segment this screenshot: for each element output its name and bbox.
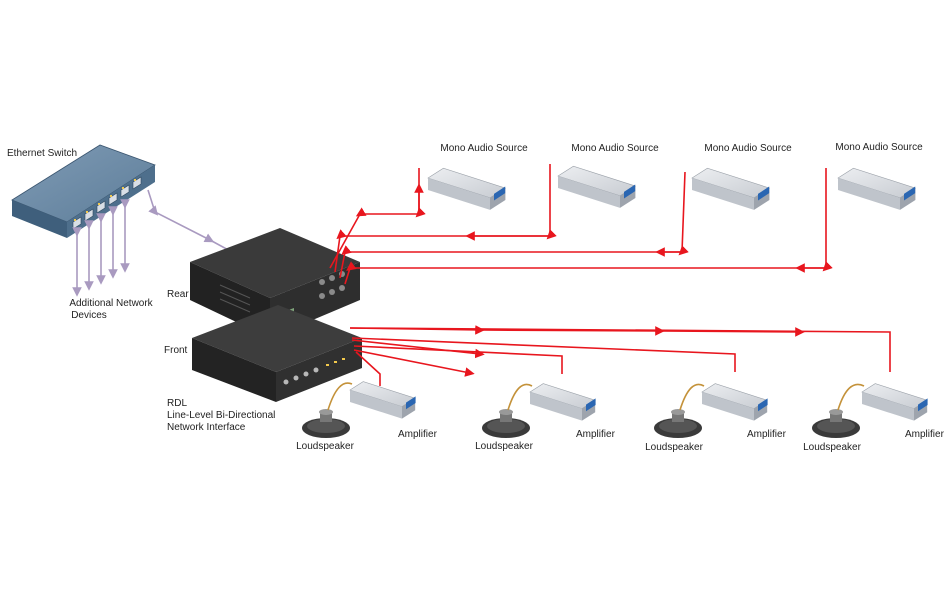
speaker-wire-4 (837, 383, 865, 411)
amplifier-label-4: Amplifier (905, 429, 944, 440)
ethernet-switch-label: Ethernet Switch (7, 148, 78, 159)
ethernet-switch (11, 144, 156, 238)
rear-label: Rear (167, 289, 189, 300)
mono-audio-source-2 (557, 165, 637, 208)
amplifier-2 (529, 383, 596, 421)
amplifier-label-1: Amplifier (398, 429, 437, 440)
amplifier-label-2: Amplifier (576, 429, 615, 440)
loudspeaker-label-1: Loudspeaker (296, 441, 354, 452)
loudspeaker-label-2: Loudspeaker (475, 441, 533, 452)
amplifier-3 (701, 383, 768, 421)
mono-audio-source-4 (837, 167, 917, 210)
input-signal-lines (329, 164, 833, 285)
front-label: Front (164, 345, 188, 356)
source-label-1: Mono Audio Source (440, 143, 528, 154)
rdl-interface-front (192, 305, 362, 402)
output-signal-lines (349, 325, 891, 386)
source-label-3: Mono Audio Source (704, 143, 792, 154)
rdl-label: RDL (167, 398, 188, 409)
speaker-wire-1 (327, 382, 353, 411)
source-label-4: Mono Audio Source (835, 142, 923, 153)
mono-audio-source-1 (427, 167, 507, 210)
amplifier-label-3: Amplifier (747, 429, 786, 440)
additional-devices-label-1: Additional Network (69, 298, 153, 309)
rdl-description-label: Line-Level Bi-Directional (167, 410, 276, 421)
loudspeaker-label-4: Loudspeaker (803, 442, 861, 453)
loudspeaker-4 (812, 409, 860, 438)
amplifier-1 (349, 381, 416, 419)
mono-audio-source-3 (691, 167, 771, 210)
loudspeaker-3 (654, 409, 702, 438)
source-label-2: Mono Audio Source (571, 143, 659, 154)
speaker-wire-3 (679, 383, 705, 411)
rdl-interface-label: Network Interface (167, 422, 246, 433)
mono-audio-sources (427, 165, 917, 210)
loudspeaker-label-3: Loudspeaker (645, 442, 703, 453)
additional-devices-label-2: Devices (71, 310, 107, 321)
speaker-wire-2 (507, 383, 533, 411)
loudspeaker-1 (302, 409, 350, 438)
loudspeaker-2 (482, 409, 530, 438)
amplifier-4 (861, 383, 928, 421)
amplifier-loudspeaker-sets (302, 381, 928, 438)
